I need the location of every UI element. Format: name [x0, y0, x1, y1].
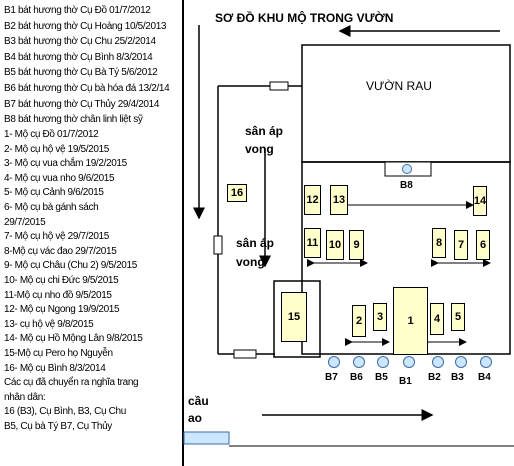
incense-bowl-b3: [455, 356, 467, 368]
legend-item: 8-Mộ cụ vác đao 29/7/2015: [4, 245, 117, 257]
grave-11: 11: [304, 228, 321, 258]
grave-7: 7: [454, 230, 468, 260]
yard-label-mid-2: vong: [236, 255, 265, 269]
legend-item: 3- Mộ cụ vua chắm 19/2/2015: [4, 158, 127, 170]
legend-item: 2- Mộ cụ hộ vệ 19/5/2015: [4, 143, 110, 155]
legend-item: 9- Mộ cụ Châu (Chu 2) 9/5/2015: [4, 260, 137, 272]
grave-6: 6: [476, 230, 490, 260]
grave-8: 8: [432, 228, 446, 258]
legend-item: B2 bát hương thờ Cụ Hoàng 10/5/2013: [4, 20, 167, 32]
grave-13: 13: [330, 185, 348, 215]
legend-item: 7- Mộ cụ hộ vệ 29/7/2015: [4, 231, 110, 243]
grave-16: 16: [227, 184, 247, 202]
legend-item: B6 bát hương thờ Cụ bà hóa đá 13/2/14: [4, 82, 170, 94]
legend-item: 15-Mộ cụ Pero họ Nguyễn: [4, 347, 113, 359]
grave-10: 10: [326, 230, 344, 260]
legend-item: 16- Mộ cụ Bình 8/3/2014: [4, 362, 106, 374]
legend-item: 16 (B3), Cụ Bình, B3, Cụ Chu: [4, 406, 126, 418]
legend-item: 5- Mộ cụ Cảnh 9/6/2015: [4, 187, 104, 199]
legend-divider: [182, 0, 184, 466]
yard-label-top-1: sân áp: [245, 124, 284, 138]
legend-item: 14- Mộ cụ Hồ Mộng Lân 9/8/2015: [4, 333, 143, 345]
gate-top: [269, 81, 289, 91]
grave-9: 9: [349, 230, 364, 260]
incense-bowl-legend: B1 bát hương thờ Cụ Đồ 01/7/2012 B2 bát …: [4, 3, 180, 128]
incense-bowl-b1: [403, 356, 415, 368]
bowl-label-b6: B6: [350, 372, 363, 383]
grave-2: 2: [352, 305, 366, 337]
tomb-15-enclosure: [273, 280, 321, 358]
incense-bowl-b8: [402, 164, 412, 174]
bowl-label-b3: B3: [451, 372, 464, 383]
legend-item: nhân dân:: [4, 391, 46, 403]
grave-1: 1: [393, 287, 428, 355]
legend-item: 10- Mộ cụ chi Đức 9/5/2015: [4, 274, 119, 286]
grave-5: 5: [451, 303, 465, 331]
bowl-label-b5: B5: [375, 372, 388, 383]
grave-12: 12: [304, 185, 321, 215]
yard-label-top-2: vong: [245, 142, 274, 156]
pond: [183, 431, 230, 445]
incense-bowl-b5: [377, 356, 389, 368]
bowl-label-b4: B4: [478, 372, 491, 383]
legend-item: 6- Mộ cụ bà gánh sách: [4, 201, 99, 213]
vegetable-garden-label: VƯỜN RAU: [366, 79, 432, 93]
legend-item: B5, Cụ bà Tý B7, Cụ Thủy: [4, 420, 112, 432]
legend-item: B4 bát hương thờ Cụ Bình 8/3/2014: [4, 51, 153, 63]
legend-item: B5 bát hương thờ Cụ Bà Tý 5/6/2012: [4, 67, 158, 79]
incense-bowl-b2: [432, 356, 444, 368]
gate-bottom: [233, 349, 257, 359]
grave-3: 3: [373, 303, 387, 331]
bowl-label-b7: B7: [325, 372, 338, 383]
legend-item: 11-Mộ cụ nho đồ 9/5/2015: [4, 289, 112, 301]
legend-item: B7 bát hương thờ Cụ Thủy 29/4/2014: [4, 98, 160, 110]
legend-item: 1- Mộ cụ Đồ 01/7/2012: [4, 129, 99, 140]
tomb-legend: 1- Mộ cụ Đồ 01/7/2012 2- Mộ cụ hộ vệ 19/…: [4, 128, 180, 434]
bridge-label-2: ao: [188, 411, 203, 425]
grave-14: 14: [473, 186, 487, 216]
gate-left: [213, 235, 223, 255]
legend-item: 12- Mộ cụ Ngong 19/9/2015: [4, 304, 120, 316]
grave-4: 4: [430, 303, 444, 335]
vegetable-garden-box: [301, 44, 511, 163]
legend-item: 29/7/2015: [4, 216, 46, 228]
diagram-title: SƠ ĐỒ KHU MỘ TRONG VƯỜN: [215, 11, 394, 25]
grave-15: 15: [281, 292, 307, 342]
legend-item: Các cụ đã chuyển ra nghĩa trang: [4, 377, 139, 389]
legend-item: B1 bát hương thờ Cụ Đồ 01/7/2012: [4, 5, 151, 16]
legend-item: 13- cụ hộ vệ 9/8/2015: [4, 318, 94, 330]
bowl-label-b8: B8: [400, 180, 413, 191]
legend-item: 4- Mộ cụ vua nho 9/6/2015: [4, 172, 115, 184]
bowl-label-b1: B1: [399, 376, 412, 387]
bridge-label-1: cầu: [188, 394, 209, 408]
incense-bowl-b4: [480, 356, 492, 368]
incense-bowl-b7: [328, 356, 340, 368]
bowl-label-b2: B2: [428, 372, 441, 383]
yard-label-mid-1: sân áp: [236, 236, 275, 250]
legend-item: B3 bát hương thờ Cụ Chu 25/2/2014: [4, 36, 156, 48]
legend-item: B8 bát hương thờ chân linh liệt sỹ: [4, 114, 143, 126]
incense-bowl-b6: [353, 356, 365, 368]
